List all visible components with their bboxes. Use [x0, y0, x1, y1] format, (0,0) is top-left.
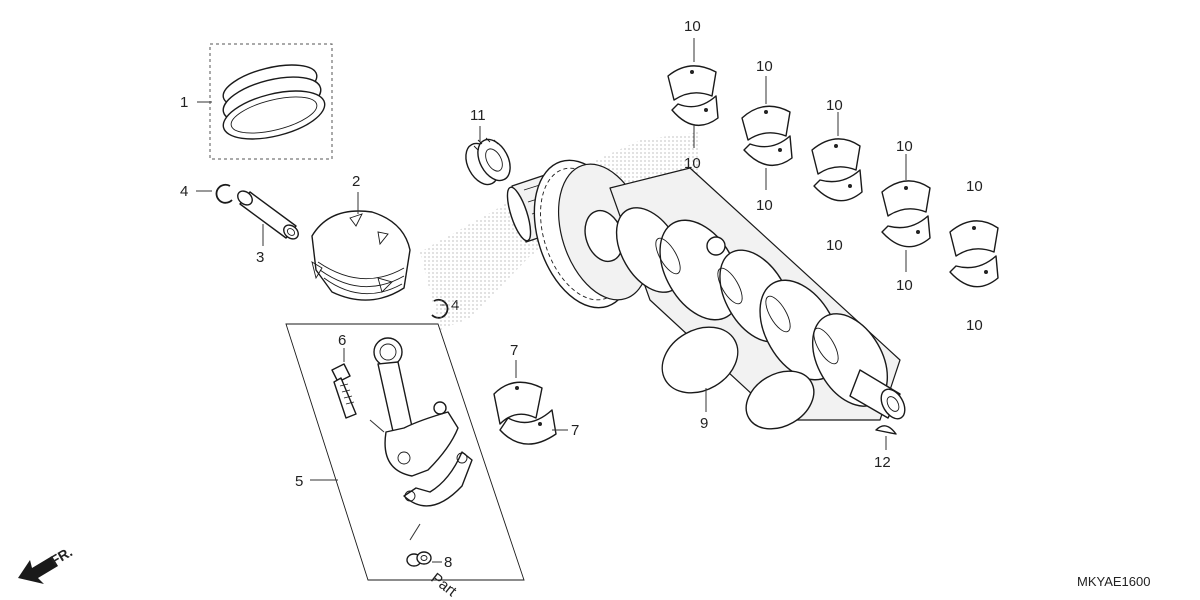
callout-10-d: 10: [756, 197, 773, 214]
callout-10-c: 10: [756, 58, 773, 75]
connecting-rod: [373, 337, 459, 477]
needle-bearing: [465, 137, 511, 186]
circlip-upper: [215, 183, 233, 204]
main-bearing-pair-1: [667, 65, 719, 127]
callout-10-h: 10: [896, 277, 913, 294]
callout-10-j: 10: [966, 317, 983, 334]
partial-watermark-text: Part: [428, 570, 461, 600]
connecting-rod-group-box: [285, 323, 525, 581]
callout-11: 11: [470, 107, 486, 124]
woodruff-key: [875, 425, 897, 435]
callout-1: 1: [180, 94, 188, 111]
callout-7-lower: 7: [571, 422, 579, 439]
front-direction-arrow: FR.: [18, 543, 75, 584]
main-bearing-pair-2: [741, 105, 793, 167]
callout-10-b: 10: [684, 155, 701, 172]
callout-10-f: 10: [826, 237, 843, 254]
callout-10-g: 10: [896, 138, 913, 155]
callout-8: 8: [444, 554, 452, 571]
callout-10-e: 10: [826, 97, 843, 114]
callout-10-a: 10: [684, 18, 701, 35]
diagram-code: MKYAE1600: [1077, 574, 1150, 589]
main-bearing-pair-3: [811, 138, 863, 202]
piston-pin: [237, 190, 299, 240]
crankpin-bearing-upper: [493, 381, 543, 425]
callout-5: 5: [295, 473, 303, 490]
connecting-rod-cap: [403, 451, 473, 507]
callout-7-upper: 7: [510, 342, 518, 359]
callout-4-upper: 4: [180, 183, 188, 200]
callout-12: 12: [874, 454, 891, 471]
main-bearing-pair-4: [881, 180, 931, 248]
callout-2: 2: [352, 173, 360, 190]
piston-ring-set: [209, 43, 333, 160]
main-bearing-pair-5: [949, 220, 999, 288]
callout-3: 3: [256, 249, 264, 266]
piston: [311, 210, 411, 301]
crankshaft: [506, 159, 906, 430]
rod-cap-nuts: [406, 551, 432, 567]
callout-10-i: 10: [966, 178, 983, 195]
crankpin-bearing-lower: [499, 409, 557, 445]
connecting-rod-bolt: [331, 363, 357, 419]
callout-9: 9: [700, 415, 708, 432]
callout-6: 6: [338, 332, 346, 349]
